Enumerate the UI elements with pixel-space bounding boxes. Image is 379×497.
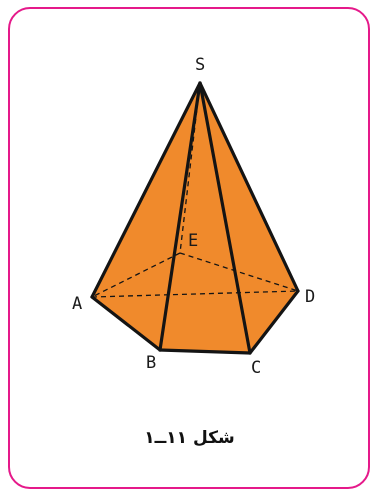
face-sbc [160, 83, 250, 353]
face-sab [92, 83, 200, 350]
edge-sd [198, 81, 300, 293]
hidden-edge-ad [91, 290, 299, 298]
edge-bc [158, 348, 252, 355]
vertex-label-b: B [146, 353, 156, 373]
figure-caption: شکل ۱۱ــ۱ [144, 428, 235, 448]
edge-cd [248, 289, 300, 355]
edge-sb [158, 81, 202, 352]
vertex-label-e: E [188, 231, 198, 251]
face-scd [200, 83, 298, 353]
edge-sa [90, 81, 202, 299]
vertex-label-d: D [305, 287, 315, 307]
hidden-edge-ea [91, 252, 181, 298]
vertex-label-a: A [72, 294, 82, 314]
vertex-label-s: S [195, 55, 205, 75]
edge-sc [198, 81, 252, 355]
hidden-edge-ed [179, 252, 299, 292]
edge-ab [90, 295, 162, 352]
vertex-label-c: C [251, 358, 261, 378]
